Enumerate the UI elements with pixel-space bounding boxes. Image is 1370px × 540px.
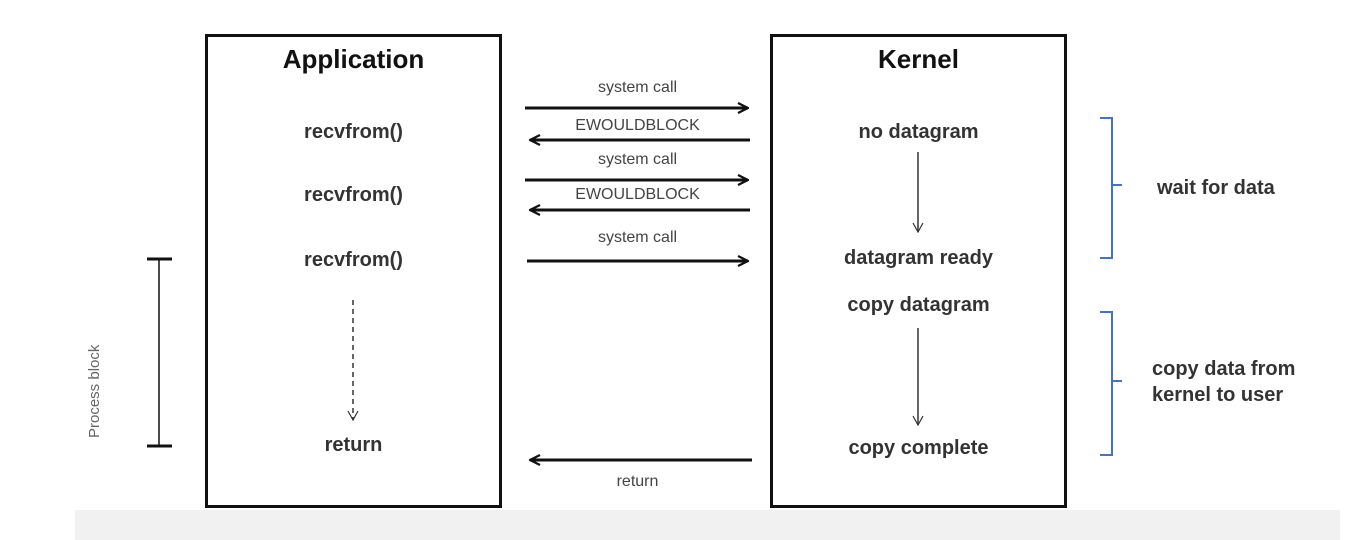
syscall-label-2: system call [597, 151, 678, 168]
recvfrom-call-1: recvfrom() [304, 121, 403, 143]
ewouldblock-label-1: EWOULDBLOCK [575, 117, 700, 134]
phase-copy-line2: kernel to user [1152, 384, 1284, 406]
kernel-copy-datagram: copy datagram [847, 294, 990, 316]
kernel-title: Kernel [878, 44, 959, 74]
bottom-band [75, 510, 1340, 540]
syscall-label-1: system call [597, 79, 678, 96]
wait-brace [1100, 117, 1122, 259]
syscall-label-3: system call [597, 229, 678, 246]
phase-wait-label: wait for data [1157, 177, 1275, 199]
phase-copy-label: copy data from kernel to user [1152, 356, 1295, 408]
application-box [205, 34, 502, 508]
kernel-copy-complete: copy complete [848, 437, 989, 459]
return-message-label: return [616, 473, 659, 490]
phase-copy-line1: copy data from [1152, 358, 1296, 380]
recvfrom-call-2: recvfrom() [304, 184, 403, 206]
kernel-datagram-ready: datagram ready [844, 247, 993, 269]
application-title: Application [282, 44, 425, 74]
application-return: return [324, 434, 383, 456]
copy-brace [1100, 311, 1122, 456]
kernel-no-datagram: no datagram [858, 121, 979, 143]
ewouldblock-label-2: EWOULDBLOCK [575, 186, 700, 203]
kernel-box [770, 34, 1067, 508]
recvfrom-call-3: recvfrom() [304, 249, 403, 271]
